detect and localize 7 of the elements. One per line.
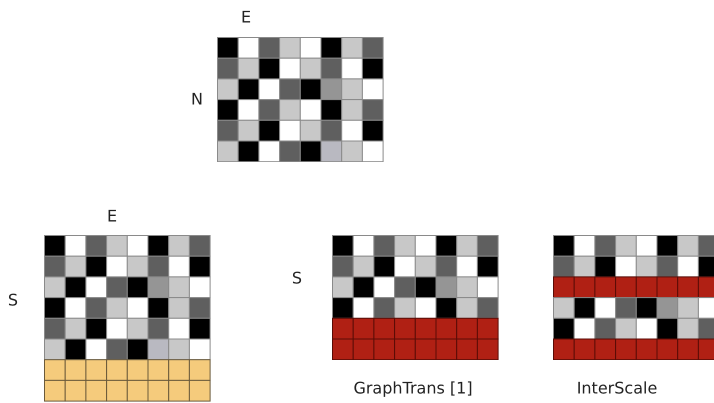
axis-label: N <box>191 90 203 108</box>
axis-label: S <box>292 268 302 288</box>
axis-label: S <box>8 290 18 310</box>
method-caption: InterScale <box>576 378 658 398</box>
method-caption: GraphTrans [1] <box>353 378 473 398</box>
axis-label: E <box>106 206 118 226</box>
axis-label: E <box>240 8 252 26</box>
